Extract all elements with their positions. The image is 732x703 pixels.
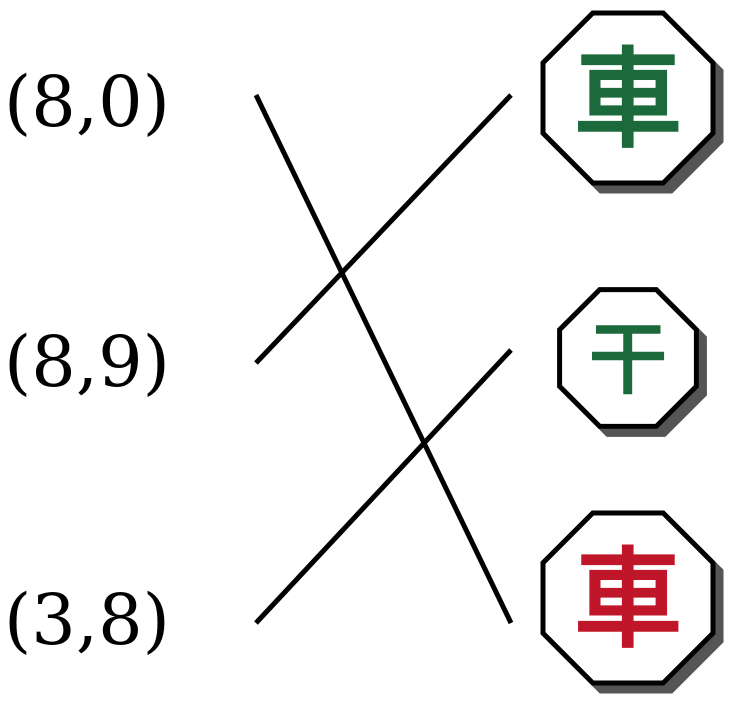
coordinate-label-1: (8,9) [4, 321, 170, 403]
piece-2-glyph: 車 [574, 537, 682, 663]
connection-lines [253, 93, 514, 625]
coordinate-label-0: (8,0) [4, 61, 170, 143]
piece-0-glyph: 車 [574, 37, 682, 163]
coordinate-labels: (8,0) (8,9) (3,8) [4, 61, 170, 661]
piece-1: 干 [557, 287, 699, 429]
piece-0-octagon [540, 10, 716, 186]
connection-line-0 [253, 93, 514, 625]
connection-line-2 [254, 348, 513, 625]
coordinate-label-2: (3,8) [4, 579, 170, 661]
piece-2: 車 [540, 510, 716, 686]
chess-pieces: 車 干 車 [540, 10, 716, 686]
piece-1-glyph: 干 [589, 315, 667, 406]
piece-2-octagon [540, 510, 716, 686]
piece-0: 車 [540, 10, 716, 186]
piece-1-octagon [557, 287, 699, 429]
connection-line-1 [254, 93, 513, 365]
